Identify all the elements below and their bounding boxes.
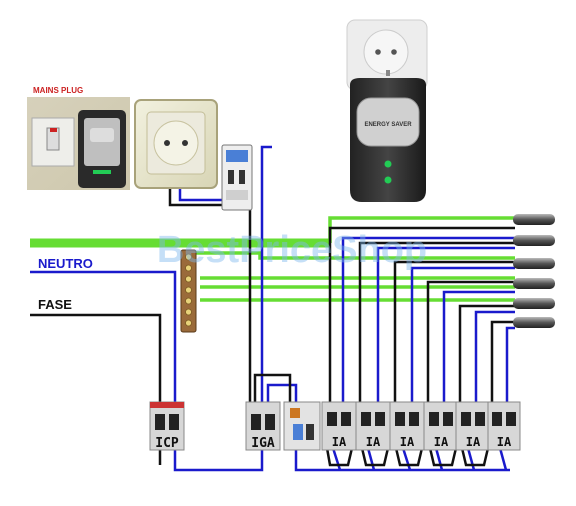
mains-plug-label: MAINS PLUG [33, 86, 83, 95]
wall-switch-icon [31, 117, 75, 167]
ia-breaker: IA [487, 401, 521, 451]
ia-label: IA [400, 435, 415, 449]
icp-breaker: ICP [149, 401, 185, 451]
iga-breaker: IGA [245, 401, 281, 451]
iga-label: IGA [251, 436, 275, 451]
load-cable-icon [513, 298, 555, 309]
plug-energy-saver-icon [78, 110, 126, 188]
ia-breaker: IA [389, 401, 425, 451]
ia-label: IA [332, 435, 347, 449]
load-cable-icon [513, 214, 555, 225]
mains-plug-photo: MAINS PLUG [27, 86, 130, 190]
icp-label: ICP [155, 436, 179, 451]
load-cable-icon [513, 258, 555, 269]
device-label: ENERGY SAVER [364, 122, 412, 128]
load-cable-icon [513, 317, 555, 328]
ia-label: IA [497, 435, 512, 449]
ia-label: IA [366, 435, 381, 449]
ia-label: IA [434, 435, 449, 449]
ia-label: IA [466, 435, 481, 449]
load-cables [513, 214, 555, 328]
load-cable-icon [513, 278, 555, 289]
busbar-icon [180, 249, 197, 333]
ia-breaker: IA [321, 401, 357, 451]
fase-label: FASE [38, 297, 72, 312]
differential-breaker [283, 401, 321, 451]
watermark-text: BestPriceShop [157, 229, 427, 271]
ia-breaker: IA [355, 401, 391, 451]
ia-breakers: IA IA IA IA IA IA [321, 401, 521, 451]
socket-breaker-icon [221, 144, 253, 211]
load-cable-icon [513, 235, 555, 246]
ia-breaker: IA [423, 401, 459, 451]
power-socket-icon [134, 99, 218, 189]
ia-breaker: IA [455, 401, 491, 451]
energy-saver-icon: ENERGY SAVER [346, 19, 428, 202]
neutro-label: NEUTRO [38, 256, 93, 271]
